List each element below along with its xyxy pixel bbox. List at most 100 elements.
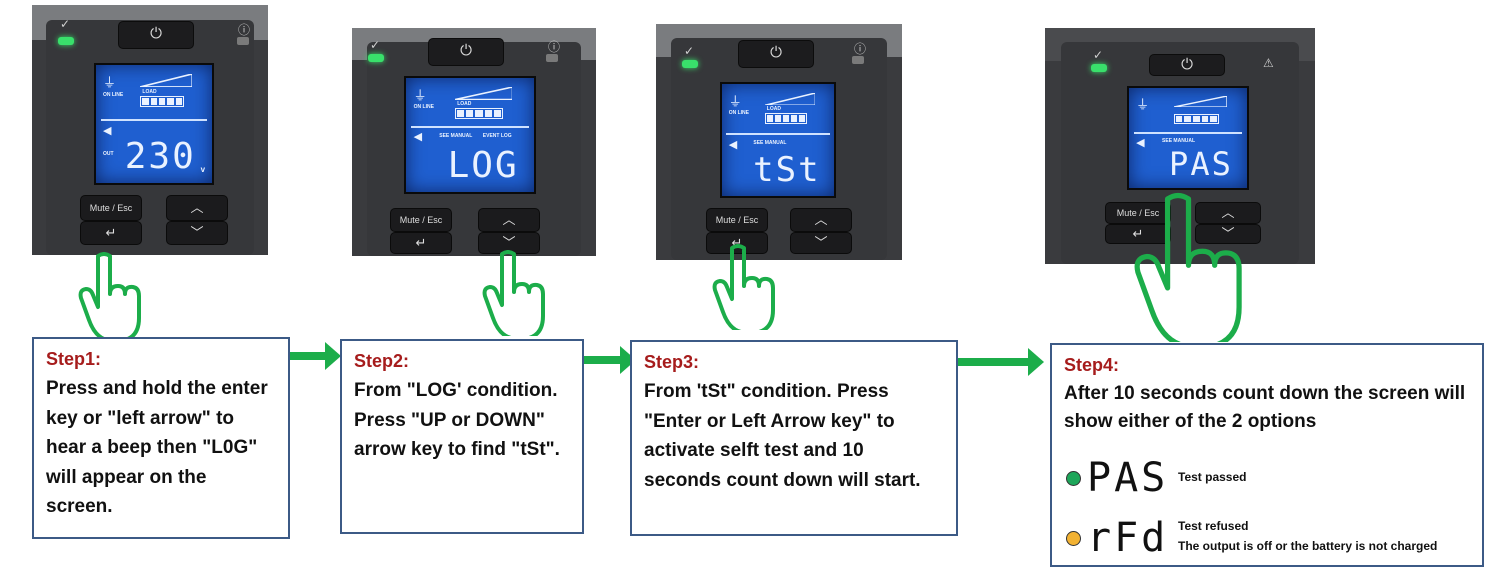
speaker-icon: ◀	[414, 130, 422, 143]
lcd-reading: PAS	[1169, 145, 1233, 183]
lcd-reading: tSt	[753, 150, 820, 190]
alert-icon: ⓘ	[548, 38, 560, 55]
step-title: Step4:	[1064, 355, 1470, 376]
pointing-hand-icon	[78, 252, 146, 338]
mute-esc-button[interactable]: Mute / Esc	[80, 195, 142, 221]
alert-led	[852, 56, 864, 64]
pointing-hand-icon	[1132, 192, 1252, 342]
out-label: OUT	[103, 151, 114, 157]
see-manual-label: SEE MANUAL	[753, 140, 786, 146]
lcd-screen: ⏚ ON LINE LOAD ◀ SEE MANUAL tSt	[720, 82, 836, 198]
enter-button[interactable]: ↵	[80, 221, 142, 245]
alert-led	[237, 37, 249, 45]
option-pas: PAS	[1066, 455, 1168, 501]
check-icon: ✓	[370, 38, 380, 52]
option-rfd: rFd	[1066, 515, 1168, 561]
step-text: From 'tSt" condition. Press "Enter or Le…	[644, 377, 944, 495]
ups-panel-3: ✓ ⏻ ⓘ ⏚ ON LINE LOAD ◀ SEE MANUAL tSt Mu…	[656, 24, 902, 260]
see-manual-label: SEE MANUAL	[1162, 138, 1195, 144]
option-sublabel: The output is off or the battery is not …	[1178, 539, 1437, 553]
ups-panel-2: ✓ ⏻ ⓘ ⏚ ON LINE LOAD ◀ SEE MANUAL EVENT …	[352, 28, 596, 256]
step-3-box: Step3: From 'tSt" condition. Press "Ente…	[630, 340, 958, 536]
chevron-down-icon: ﹀	[190, 225, 203, 240]
step-text: Press and hold the enter key or "left ar…	[46, 374, 276, 522]
check-icon: ✓	[60, 17, 70, 31]
lcd-screen: ⏚ ON LINE LOAD ◀ OUT 230 v	[94, 63, 214, 185]
online-led	[682, 60, 698, 68]
load-label: LOAD	[142, 89, 156, 95]
up-button[interactable]: ︿	[790, 208, 852, 232]
chevron-up-icon: ︿	[502, 212, 515, 227]
enter-button[interactable]: ↵	[390, 232, 452, 254]
step-arrow-3	[946, 358, 1030, 366]
plug-icon: ⏚	[103, 72, 116, 91]
step-title: Step2:	[354, 351, 570, 372]
option-code: PAS	[1087, 455, 1168, 501]
enter-arrow-icon: ↵	[106, 225, 117, 240]
on-line-label: ON LINE	[103, 92, 123, 98]
on-line-label: ON LINE	[729, 110, 749, 116]
enter-arrow-icon: ↵	[416, 235, 427, 250]
load-label: LOAD	[457, 101, 471, 107]
alert-icon: ⓘ	[854, 40, 866, 57]
power-button[interactable]: ⏻	[738, 40, 814, 68]
online-led	[368, 54, 384, 62]
lcd-screen: ⏚ ◀ SEE MANUAL PAS	[1127, 86, 1249, 190]
alert-led	[546, 54, 558, 62]
power-button[interactable]: ⏻	[1149, 54, 1225, 76]
load-label: LOAD	[767, 106, 781, 112]
chevron-down-icon: ﹀	[502, 235, 515, 250]
power-button[interactable]: ⏻	[118, 21, 194, 49]
chevron-up-icon: ︿	[814, 212, 827, 227]
power-icon: ⏻	[429, 42, 503, 59]
battery-icon	[140, 96, 184, 108]
unit-label: v	[201, 165, 205, 174]
lcd-screen: ⏚ ON LINE LOAD ◀ SEE MANUAL EVENT LOG LO…	[404, 76, 536, 194]
mute-esc-button[interactable]: Mute / Esc	[706, 208, 768, 232]
power-icon: ⏻	[1150, 56, 1224, 73]
up-button[interactable]: ︿	[478, 208, 540, 232]
step-arrow-2	[582, 356, 622, 364]
ups-panel-1: ✓ ⏻ ⓘ ⏚ ON LINE LOAD ◀ OUT 230 v Mute / …	[32, 5, 268, 255]
step-text: After 10 seconds count down the screen w…	[1064, 380, 1470, 436]
warning-icon: ⚠	[1263, 56, 1274, 70]
chevron-down-icon: ﹀	[814, 235, 827, 250]
check-icon: ✓	[684, 44, 694, 58]
pointing-hand-icon	[712, 244, 780, 330]
load-meter-icon	[140, 74, 192, 87]
lcd-reading: 230	[125, 136, 196, 177]
speaker-icon: ◀	[103, 124, 111, 137]
event-log-label: EVENT LOG	[483, 133, 512, 139]
down-button[interactable]: ﹀	[790, 232, 852, 254]
battery-icon	[765, 113, 808, 124]
load-meter-icon	[1174, 96, 1227, 107]
option-code: rFd	[1087, 515, 1168, 561]
plug-icon: ⏚	[1136, 94, 1149, 113]
step-title: Step3:	[644, 352, 944, 373]
speaker-icon: ◀	[1136, 136, 1144, 149]
online-led	[1091, 64, 1107, 72]
mute-esc-button[interactable]: Mute / Esc	[390, 208, 452, 232]
load-meter-icon	[455, 87, 513, 100]
speaker-icon: ◀	[729, 138, 737, 151]
battery-icon	[1174, 114, 1219, 124]
on-line-label: ON LINE	[414, 104, 434, 110]
see-manual-label: SEE MANUAL	[439, 133, 472, 139]
plug-icon: ⏚	[414, 85, 427, 104]
option-label: Test refused	[1178, 519, 1248, 533]
step-title: Step1:	[46, 349, 276, 370]
check-icon: ✓	[1093, 48, 1103, 62]
step-1-box: Step1: Press and hold the enter key or "…	[32, 337, 290, 539]
power-icon: ⏻	[739, 44, 813, 61]
power-icon: ⏻	[119, 25, 193, 42]
battery-icon	[455, 108, 504, 119]
up-button[interactable]: ︿	[166, 195, 228, 221]
load-meter-icon	[765, 93, 815, 105]
lcd-reading: LOG	[448, 145, 519, 186]
down-button[interactable]: ﹀	[166, 221, 228, 245]
step-2-box: Step2: From "LOG' condition. Press "UP o…	[340, 339, 584, 534]
chevron-up-icon: ︿	[190, 200, 203, 215]
power-button[interactable]: ⏻	[428, 38, 504, 66]
online-led	[58, 37, 74, 45]
step-text: From "LOG' condition. Press "UP or DOWN"…	[354, 376, 570, 465]
